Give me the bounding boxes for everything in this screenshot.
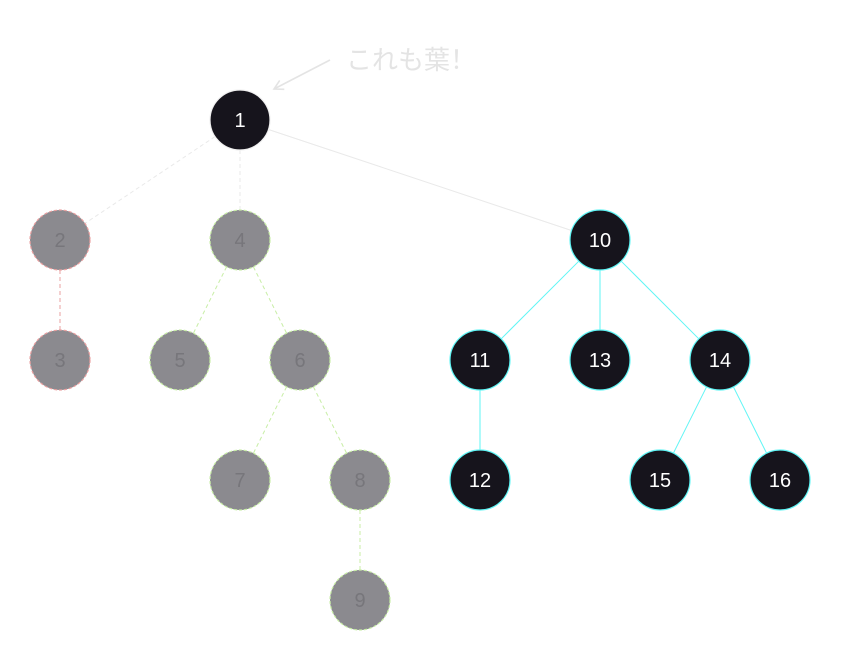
node-circle-10 (569, 209, 631, 271)
node-label-15: 15 (649, 470, 671, 492)
edge-14-16 (732, 386, 768, 454)
node-circle-1 (209, 89, 271, 151)
callout-arrow (272, 59, 331, 91)
tree-node-13: 13 (569, 329, 631, 391)
tree-node-9: 9 (329, 569, 391, 631)
node-label-16: 16 (769, 470, 791, 492)
tree-node-3: 3 (29, 329, 91, 391)
node-circle-5 (149, 329, 211, 391)
tree-node-2: 2 (29, 209, 91, 271)
tree-node-14: 14 (689, 329, 751, 391)
edge-1-2 (84, 136, 216, 224)
tree-node-8: 8 (329, 449, 391, 511)
node-label-3: 3 (54, 350, 65, 372)
edge-6-7 (252, 386, 288, 454)
tree-node-16: 16 (749, 449, 811, 511)
node-label-11: 11 (470, 350, 491, 372)
node-circle-3 (29, 329, 91, 391)
node-circle-7 (209, 449, 271, 511)
node-label-2: 2 (54, 230, 65, 252)
node-label-1: 1 (234, 110, 245, 132)
tree-node-10: 10 (569, 209, 631, 271)
callout: これも葉！ (272, 46, 476, 91)
node-circle-15 (629, 449, 691, 511)
node-label-8: 8 (354, 470, 365, 492)
tree-node-7: 7 (209, 449, 271, 511)
edge-14-15 (672, 386, 708, 454)
edge-4-6 (252, 266, 288, 334)
node-label-13: 13 (589, 350, 611, 372)
node-circle-14 (689, 329, 751, 391)
node-label-12: 12 (469, 470, 491, 492)
tree-node-1: 1 (209, 89, 271, 151)
tree-node-12: 12 (449, 449, 511, 511)
node-label-6: 6 (294, 350, 305, 372)
tree-node-6: 6 (269, 329, 331, 391)
node-label-9: 9 (354, 590, 365, 612)
tree-node-4: 4 (209, 209, 271, 271)
node-circle-6 (269, 329, 331, 391)
tree-node-15: 15 (629, 449, 691, 511)
node-circle-12 (449, 449, 511, 511)
node-circle-13 (569, 329, 631, 391)
node-label-5: 5 (174, 350, 185, 372)
node-label-4: 4 (234, 230, 245, 252)
callout-text: これも葉！ (346, 46, 476, 76)
node-circle-8 (329, 449, 391, 511)
node-label-10: 10 (589, 230, 611, 252)
node-circle-11 (449, 329, 511, 391)
edge-10-11 (500, 260, 580, 340)
node-circle-9 (329, 569, 391, 631)
edge-6-8 (312, 386, 348, 454)
node-label-7: 7 (234, 470, 245, 492)
edges-layer (59, 129, 768, 570)
node-circle-4 (209, 209, 271, 271)
node-circle-2 (29, 209, 91, 271)
tree-node-11: 11 (449, 329, 511, 391)
edge-1-10 (268, 129, 572, 231)
edge-4-5 (192, 266, 228, 334)
node-circle-16 (749, 449, 811, 511)
edge-10-14 (620, 260, 700, 340)
node-label-14: 14 (709, 350, 731, 372)
tree-node-5: 5 (149, 329, 211, 391)
